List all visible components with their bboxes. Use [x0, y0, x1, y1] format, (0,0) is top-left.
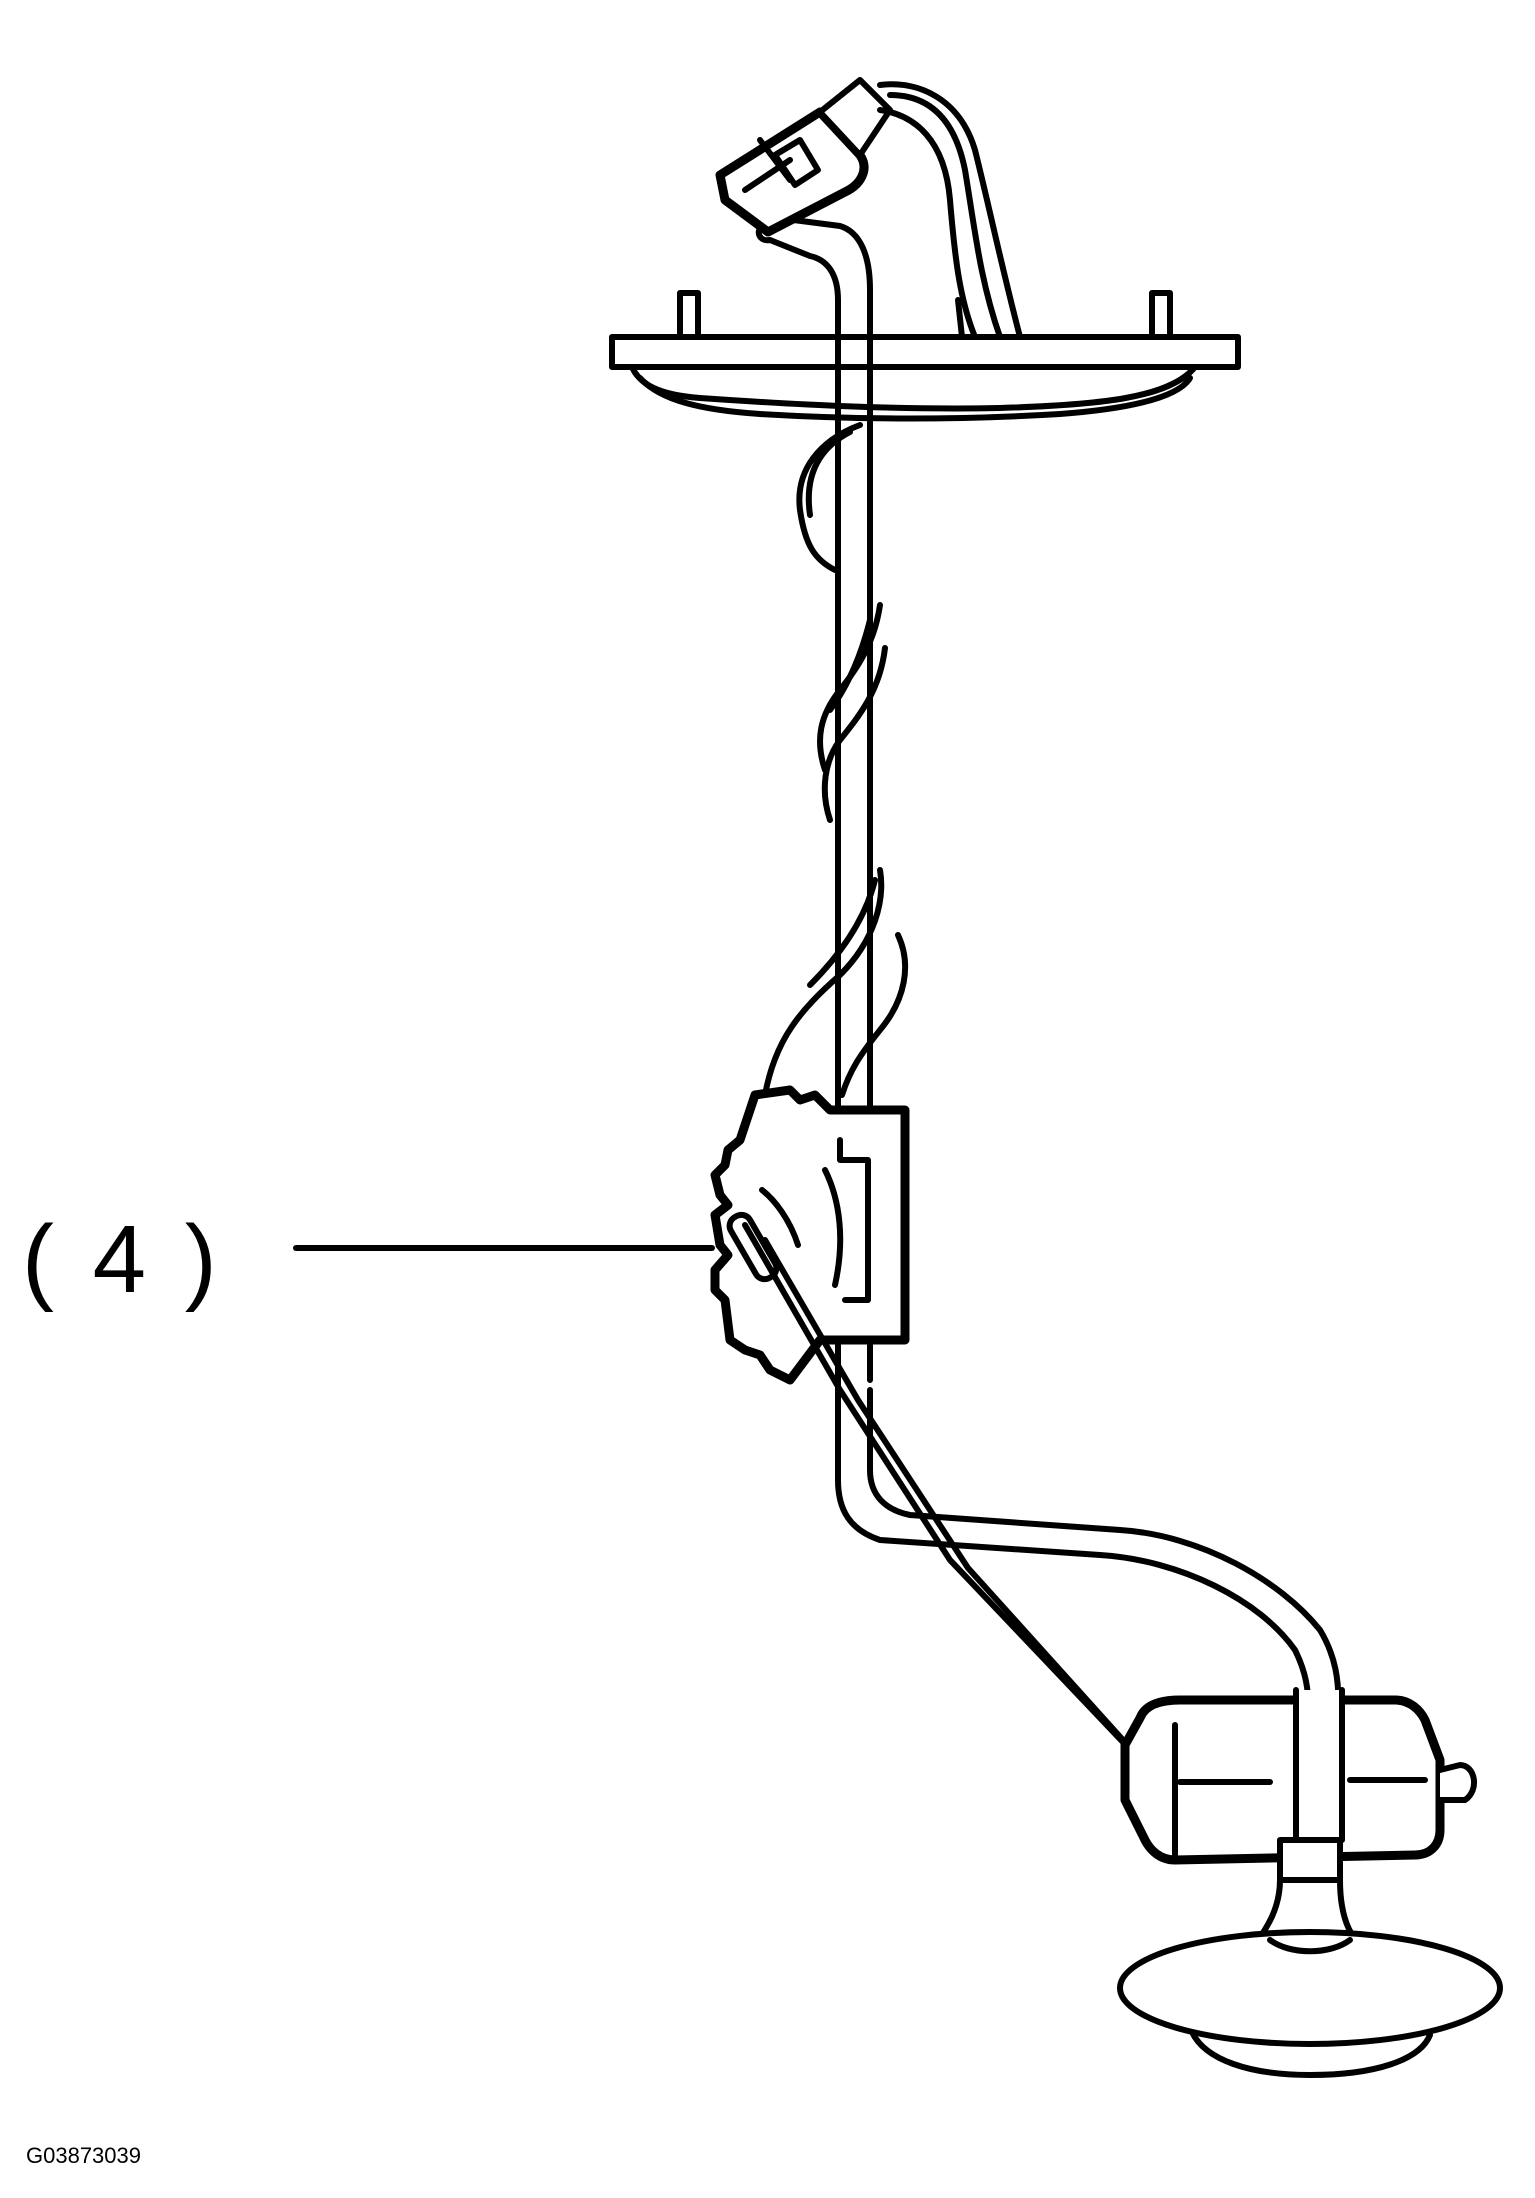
electrical-connector — [715, 77, 893, 237]
wire-harness — [762, 81, 1023, 1098]
float-arm — [742, 1222, 1153, 1773]
callout-label: ( 4 ) — [22, 1206, 223, 1313]
pump-body — [1120, 1687, 1477, 1865]
figure-id: G03873039 — [26, 2143, 141, 2168]
suction-pipe — [835, 1377, 1342, 1843]
strainer — [1117, 1837, 1503, 2078]
mounting-flange — [609, 290, 1241, 422]
